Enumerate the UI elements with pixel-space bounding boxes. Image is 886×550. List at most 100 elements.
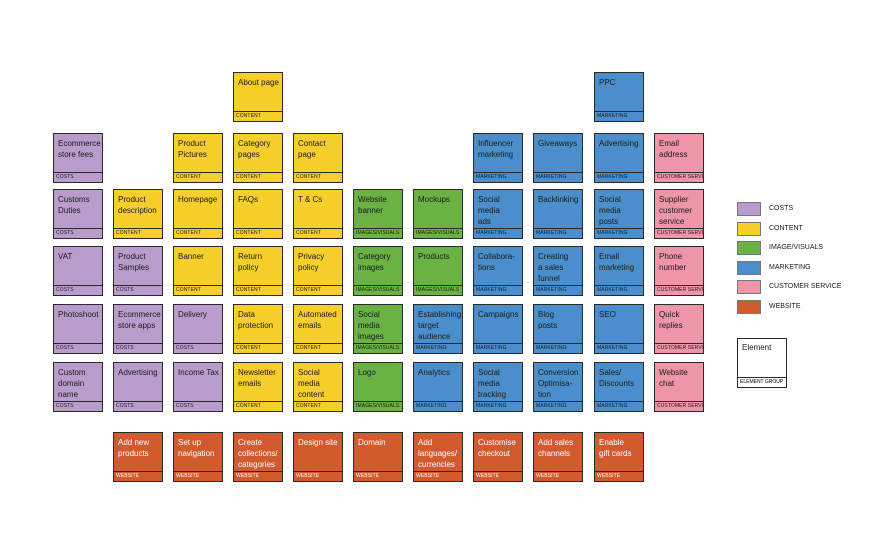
element-group-label: MARKETING — [595, 401, 643, 411]
element-name: Website banner — [358, 195, 387, 215]
legend-label: IMAGE/VISUALS — [769, 244, 824, 251]
element-group-label: CONTENT — [174, 172, 222, 182]
element-group-label: MARKETING — [474, 172, 522, 182]
element-group-label: COSTS — [54, 285, 102, 295]
element-group-label: MARKETING — [534, 285, 582, 295]
element-group-label: IMAGES/VISUALS — [414, 285, 462, 295]
element-group-label: COSTS — [114, 343, 162, 353]
legend-swatch — [737, 202, 761, 216]
element-name: Banner — [178, 252, 204, 261]
element-name: Domain — [358, 438, 386, 447]
element-name: Giveaways — [538, 139, 578, 148]
element-name: Automated emails — [298, 310, 337, 330]
element-group-label: CUSTOMER SERVICE — [655, 343, 703, 351]
element-group-label: CONTENT — [294, 228, 342, 238]
element-name: Campaigns — [478, 310, 519, 319]
legend-swatch — [737, 299, 761, 314]
element-name: Enable gift cards — [599, 438, 632, 458]
element-group-label: WEBSITE — [354, 471, 402, 481]
element-name: Data protection — [238, 310, 274, 330]
element-group-label: COSTS — [174, 401, 222, 411]
element-name: Social media images — [358, 310, 384, 341]
element-name: Customs Duties — [58, 195, 90, 215]
element-group-label: WEBSITE — [294, 471, 342, 481]
element-name: Ecommerce store fees — [58, 139, 101, 159]
element-name: Income Tax — [178, 368, 219, 377]
element-group-label: MARKETING — [474, 401, 522, 411]
element-name: Blog posts — [538, 310, 558, 330]
element-group-label: CONTENT — [114, 228, 162, 238]
element-name: Homepage — [178, 195, 218, 204]
element-name: Contact page — [298, 139, 326, 159]
element-name: Customise checkout — [478, 438, 516, 458]
element-group-label: IMAGES/VISUALS — [414, 228, 462, 238]
element-name: Ecommerce store apps — [118, 310, 161, 330]
element-name: Photoshoot — [58, 310, 99, 319]
element-name: Supplier customer service — [659, 195, 692, 226]
element-group-label: MARKETING — [414, 343, 462, 353]
element-name: Collabora- tions — [478, 252, 515, 272]
element-name: Add sales channels — [538, 438, 574, 458]
element-group-label: IMAGES/VISUALS — [354, 343, 402, 353]
element-group-label: COSTS — [54, 343, 102, 353]
element-name: Advertising — [118, 368, 158, 377]
element-name: Category pages — [238, 139, 271, 159]
element-group-label: WEBSITE — [414, 471, 462, 481]
element-name: Backlinking — [538, 195, 579, 204]
element-group-label: MARKETING — [414, 401, 462, 411]
element-name: Creating a sales funnel — [538, 252, 569, 283]
element-group-label: WEBSITE — [234, 471, 282, 481]
element-name: About page — [238, 78, 279, 87]
legend-label: CUSTOMER SERVICE — [769, 283, 842, 290]
element-group-label: CONTENT — [294, 285, 342, 295]
element-group-label: COSTS — [114, 401, 162, 411]
element-group-label: IMAGES/VISUALS — [354, 401, 402, 411]
element-name: Add new products — [118, 438, 150, 458]
element-name: Logo — [358, 368, 376, 377]
element-group-label: CUSTOMER SERVICE — [655, 172, 703, 180]
element-group-label: COSTS — [54, 401, 102, 411]
element-name: PPC — [599, 78, 616, 87]
element-name: Privacy policy — [298, 252, 325, 272]
element-group-label: WEBSITE — [114, 471, 162, 481]
element-name: Category images — [358, 252, 391, 272]
